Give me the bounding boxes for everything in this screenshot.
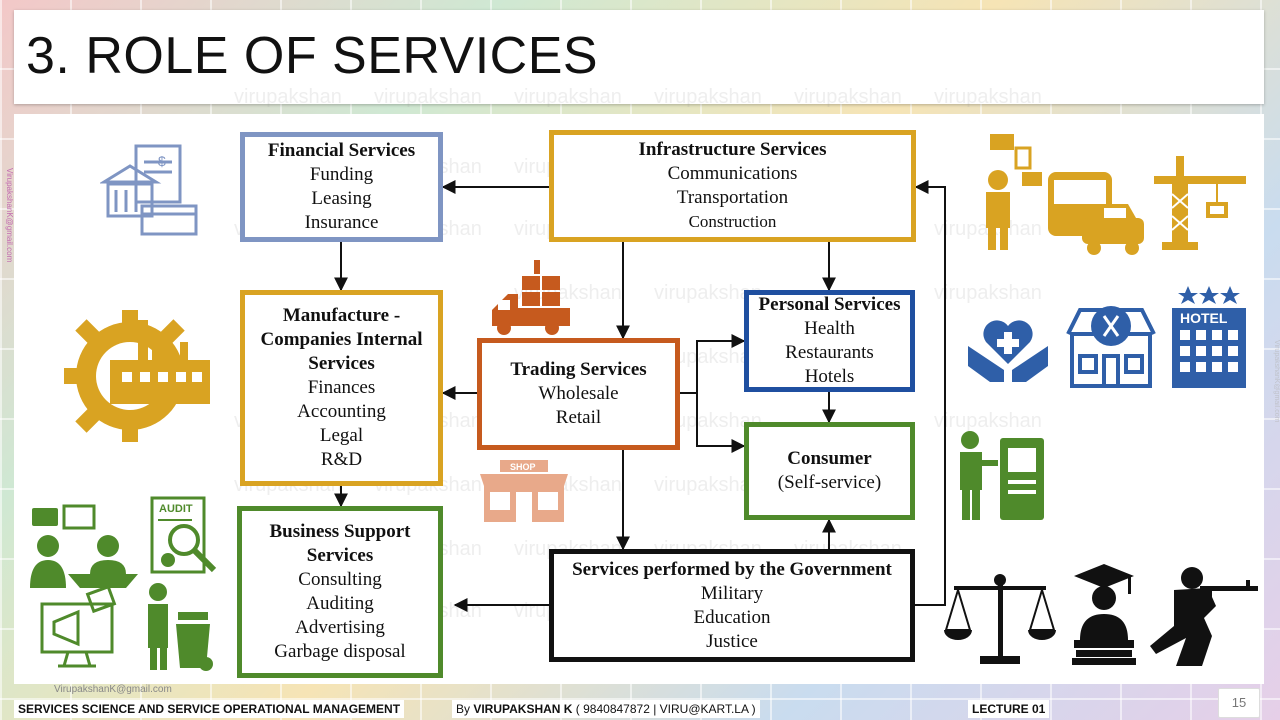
title-bar: 3. ROLE OF SERVICES <box>14 10 1264 104</box>
construction-crane-icon <box>1154 156 1246 250</box>
course-title: SERVICES SCIENCE AND SERVICE OPERATIONAL… <box>18 702 401 716</box>
trading-services-title: Trading Services <box>510 359 647 380</box>
trading-services-box: Trading Services Wholesale Retail <box>477 338 680 450</box>
consumer-box: Consumer (Self-service) <box>744 422 915 520</box>
author-name: VIRUPAKSHAN K <box>473 702 573 716</box>
page-number: 15 <box>1218 688 1260 718</box>
hotel-icon-label: HOTEL <box>1180 310 1228 326</box>
lecture-label: LECTURE 01 <box>972 702 1046 716</box>
footer-lecture: LECTURE 01 <box>968 700 1050 718</box>
government-services-title: Services performed by the Government <box>572 558 892 580</box>
infrastructure-item: Transportation <box>676 187 789 208</box>
personal-services-box: Personal Services Health Restaurants Hot… <box>744 290 915 392</box>
author-contact: ( 9840847872 | VIRU@KART.LA ) <box>572 702 756 716</box>
footer-course-title: SERVICES SCIENCE AND SERVICE OPERATIONAL… <box>14 700 405 718</box>
self-service-kiosk-icon <box>960 431 1044 520</box>
manufacture-title-line: Manufacture - <box>282 305 401 326</box>
business-title-line: Business Support <box>269 521 411 542</box>
side-email-right: VirupakshanK@gmail.com <box>1273 340 1280 423</box>
manufacture-title-line: Services <box>308 353 375 374</box>
business-item: Consulting <box>298 569 382 590</box>
manufacture-title-line: Companies Internal <box>260 329 423 350</box>
personal-item: Restaurants <box>785 342 874 363</box>
bus-car-transport-icon <box>1048 172 1144 255</box>
justice-scales-icon <box>944 574 1056 664</box>
business-item: Advertising <box>295 617 385 638</box>
business-item: Garbage disposal <box>274 641 406 662</box>
shop-icon-label: SHOP <box>510 462 536 472</box>
education-graduate-icon <box>1072 564 1136 665</box>
financial-services-box: Financial Services Funding Leasing Insur… <box>240 132 443 242</box>
infrastructure-item: Construction <box>688 212 777 231</box>
business-item: Auditing <box>306 593 374 614</box>
audit-icon-label: AUDIT <box>159 503 193 515</box>
trading-item: Retail <box>555 407 602 428</box>
footer-author: By VIRUPAKSHAN K ( 9840847872 | VIRU@KAR… <box>452 700 760 718</box>
financial-item: Leasing <box>311 188 372 209</box>
svg-text:$: $ <box>158 153 166 169</box>
shop-store-icon: SHOP <box>480 460 568 522</box>
footer-email: VirupakshanK@gmail.com <box>54 684 172 695</box>
infrastructure-services-title: Infrastructure Services <box>638 139 827 160</box>
manufacture-item: Finances <box>307 377 376 398</box>
manufacture-services-box: Manufacture - Companies Internal Service… <box>240 290 443 486</box>
side-email: VirupakshanK@gmail.com <box>5 168 14 263</box>
manufacture-item: R&D <box>320 449 363 470</box>
watermark: virupakshan <box>934 282 1042 304</box>
manufacture-item: Legal <box>319 425 364 446</box>
manufacture-item: Accounting <box>297 401 386 422</box>
financial-item: Funding <box>309 164 374 185</box>
financial-services-title: Financial Services <box>267 140 416 161</box>
communications-person-icon <box>986 134 1042 250</box>
business-title-line: Services <box>306 545 374 566</box>
financial-item: Insurance <box>304 212 379 233</box>
infrastructure-services-box: Infrastructure Services Communications T… <box>549 130 916 242</box>
government-services-box: Services performed by the Government Mil… <box>549 549 915 662</box>
personal-item: Hotels <box>804 366 855 387</box>
trading-item: Wholesale <box>538 383 619 404</box>
advertising-megaphone-icon <box>40 586 117 668</box>
delivery-truck-icon <box>492 260 570 335</box>
government-item: Education <box>693 606 771 628</box>
business-support-box: Business Support Services Consulting Aud… <box>237 506 443 678</box>
bank-finance-icon: $ <box>100 144 198 236</box>
consumer-item: (Self-service) <box>777 472 882 493</box>
audit-search-icon: AUDIT <box>150 496 217 574</box>
government-item: Justice <box>706 630 758 652</box>
consulting-meeting-icon <box>30 504 138 588</box>
author-prefix: By <box>456 702 474 716</box>
consumer-title: Consumer <box>787 448 872 469</box>
personal-services-title: Personal Services <box>758 294 901 315</box>
garbage-disposal-icon <box>148 583 213 671</box>
government-item: Military <box>700 582 764 604</box>
infrastructure-item: Communications <box>667 163 798 184</box>
factory-gear-icon <box>64 310 210 442</box>
slide-title: 3. ROLE OF SERVICES <box>26 27 599 85</box>
restaurant-building-icon <box>1066 306 1156 388</box>
military-soldier-icon <box>1150 567 1258 666</box>
hotel-building-icon: HOTEL <box>1172 286 1246 388</box>
health-care-hands-icon <box>968 320 1048 382</box>
personal-item: Health <box>804 318 855 339</box>
